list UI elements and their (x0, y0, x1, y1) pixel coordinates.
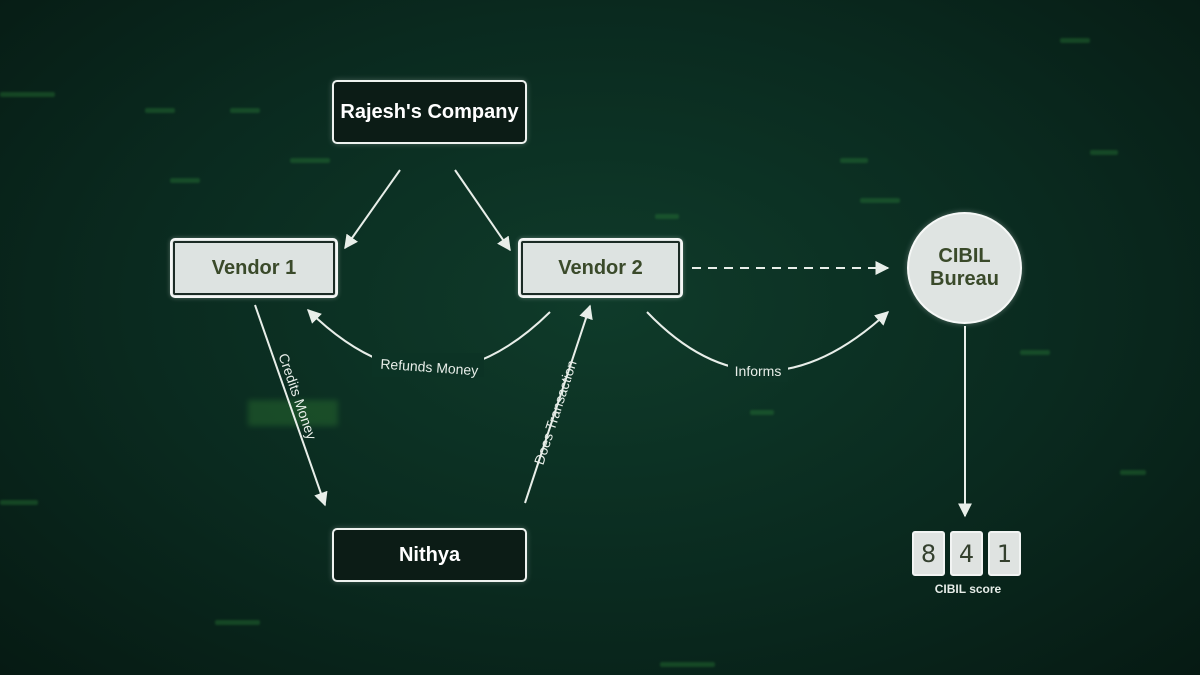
edge-does-transaction (524, 304, 593, 504)
background-dash (860, 198, 900, 203)
background-dash (1020, 350, 1050, 355)
background-dash (840, 158, 868, 163)
background-dash (660, 662, 715, 667)
cibil-bureau-line-1: CIBIL (938, 245, 991, 267)
score-digit-3: 1 (988, 531, 1021, 576)
background-dash (750, 410, 774, 415)
background-dash (0, 92, 55, 97)
node-cibil-bureau: CIBIL Bureau (907, 212, 1022, 324)
node-nithya: Nithya (332, 528, 527, 582)
edge-company-to-vendor2 (454, 169, 511, 252)
label-mask (728, 360, 788, 382)
node-vendor-1: Vendor 1 (170, 238, 338, 298)
background-dash (1090, 150, 1118, 155)
background-dash (0, 500, 38, 505)
edge-label-does-transaction: Does Transaction (531, 358, 580, 467)
cibil-bureau-line-2: Bureau (930, 268, 999, 290)
edge-credits-money (254, 304, 328, 507)
label-mask (372, 353, 484, 377)
background-dash (655, 214, 679, 219)
score-digit-2: 4 (950, 531, 983, 576)
edge-company-to-vendor1 (344, 169, 401, 250)
background-dash (145, 108, 175, 113)
node-rajesh-company: Rajesh's Company (332, 80, 527, 144)
edge-label-informs: Informs (735, 363, 782, 379)
node-vendor-2: Vendor 2 (518, 238, 683, 298)
background-dash (170, 178, 200, 183)
background-dash (1120, 470, 1146, 475)
background-dash (230, 108, 260, 113)
score-digit-1: 8 (912, 531, 945, 576)
background-dash (215, 620, 260, 625)
edge-label-refunds-money: Refunds Money (380, 356, 479, 379)
background-dash (1060, 38, 1090, 43)
background-dash (290, 158, 330, 163)
score-label: CIBIL score (934, 582, 1002, 596)
